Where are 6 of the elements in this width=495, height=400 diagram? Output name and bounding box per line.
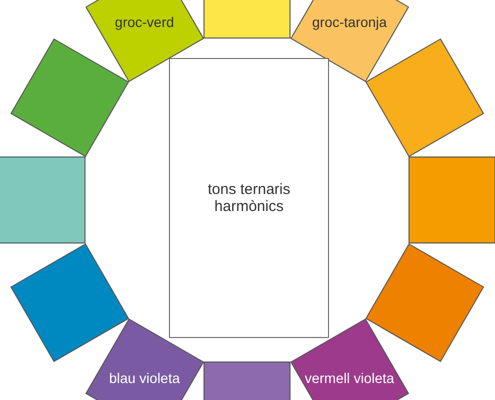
center-title: tons ternaris harmònics bbox=[206, 181, 292, 215]
center-box bbox=[169, 58, 329, 338]
color-name: vermell violeta bbox=[304, 370, 394, 386]
color-name: groc-taronja bbox=[312, 14, 387, 30]
color-name: groc-verd bbox=[114, 14, 174, 30]
color-name: blau violeta bbox=[109, 370, 180, 386]
